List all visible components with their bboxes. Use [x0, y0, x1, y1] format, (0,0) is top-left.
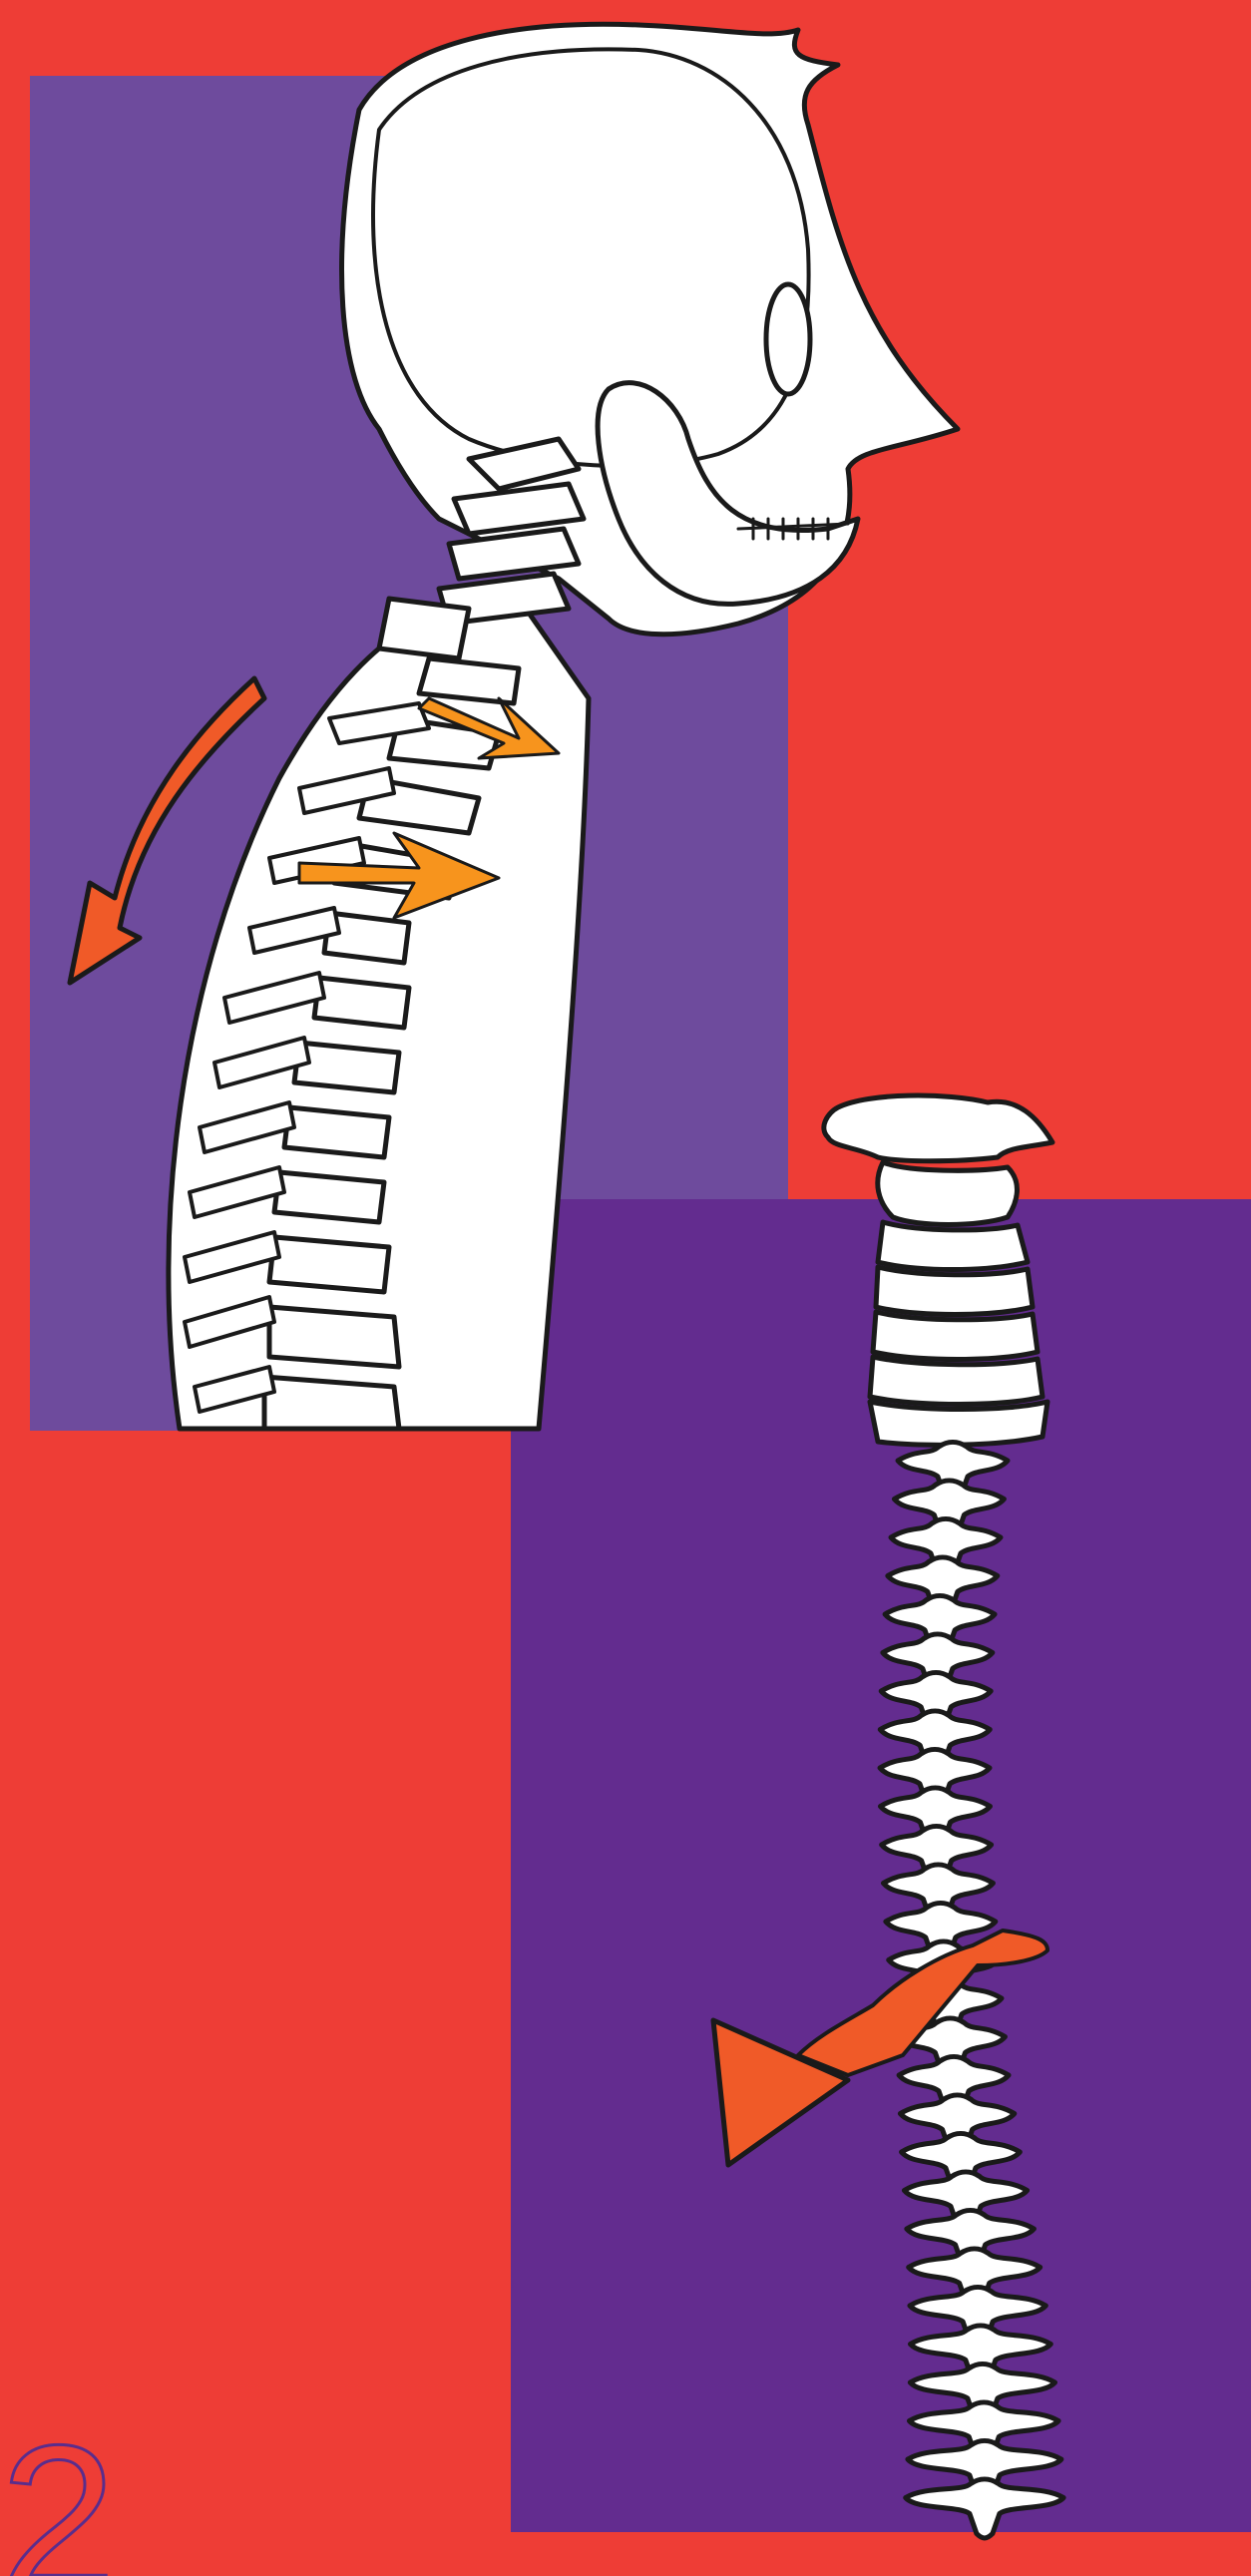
cervical-stack	[870, 1222, 1047, 1445]
back-spine	[713, 1095, 1063, 2538]
side-skeleton	[70, 24, 958, 1429]
page-number: 2	[0, 2414, 117, 2576]
vertebra	[906, 2479, 1063, 2538]
axis-vertebra	[878, 1162, 1018, 1225]
atlas-vertebra	[824, 1095, 1052, 1161]
eye-socket	[766, 284, 810, 394]
